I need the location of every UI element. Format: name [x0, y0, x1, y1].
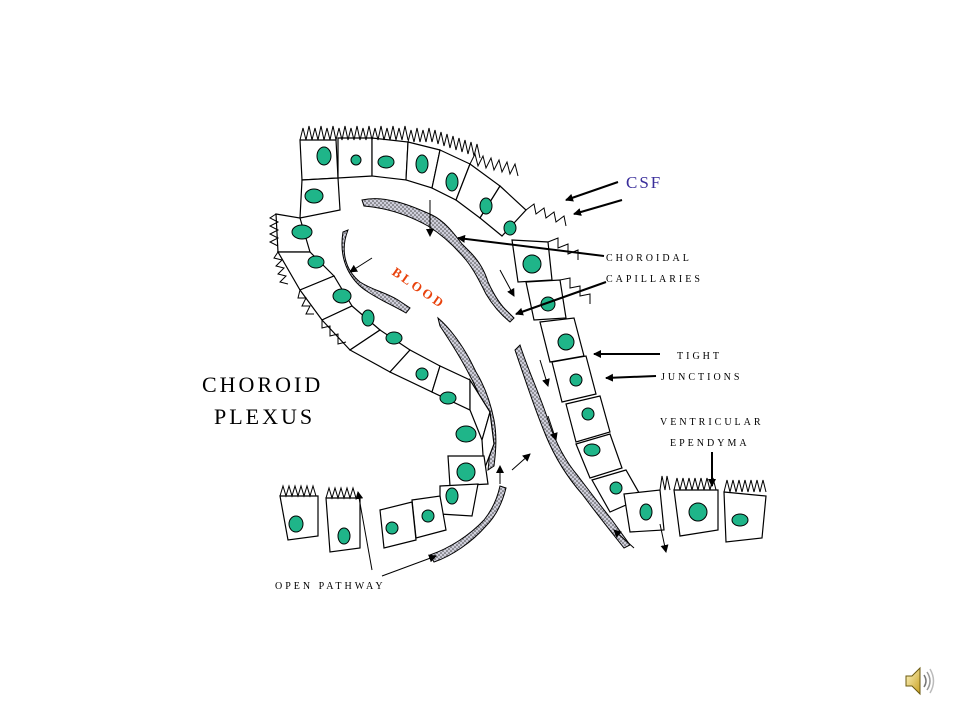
flow-arrows [349, 200, 669, 577]
capillary-strand-bottom [429, 485, 507, 563]
tight-junctions-line2: JUNCTIONS [661, 372, 743, 383]
tight-junctions-line1: TIGHT [677, 351, 722, 362]
csf-arrow-1 [565, 181, 619, 202]
choroidal-capillaries-line2: CAPILLARIES [606, 274, 703, 285]
speaker-icon[interactable] [902, 664, 936, 698]
capillary-strand-left [341, 229, 411, 314]
ventricular-ependyma-label: VENTRICULAR EPENDYMA [660, 412, 764, 454]
ventricular-ependyma-line1: VENTRICULAR [660, 417, 764, 428]
ventricular-ependyma-line2: EPENDYMA [670, 438, 750, 449]
choroidal-capillaries-line1: CHOROIDAL [606, 253, 692, 264]
capillaries-arrow-1 [457, 234, 605, 257]
csf-arrow-2 [573, 199, 623, 216]
pointer-arrows [457, 181, 716, 487]
microvilli [268, 125, 767, 500]
capillaries-arrow-2 [515, 281, 607, 316]
open-pathway-label: OPEN PATHWAY [275, 581, 386, 592]
diagram-title-line1: CHOROID [202, 372, 324, 397]
diagram-title-line2: PLEXUS [214, 404, 316, 429]
capillary-strand-inner [361, 198, 515, 323]
choroidal-capillaries-label: CHOROIDAL CAPILLARIES [606, 248, 703, 290]
tight-junctions-arrow-2 [605, 373, 657, 382]
tight-junctions-label: TIGHT JUNCTIONS [661, 346, 742, 388]
capillary-strand-right [514, 344, 631, 549]
csf-label: CSF [626, 173, 663, 192]
cell-nuclei [288, 146, 749, 545]
